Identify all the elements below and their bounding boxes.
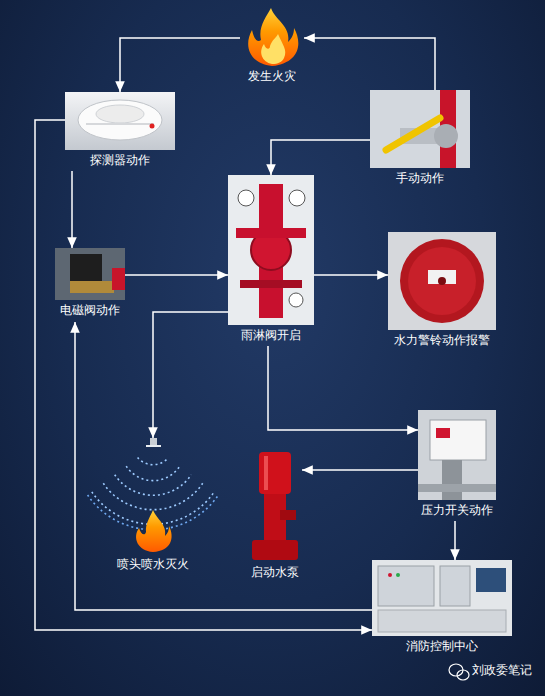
node-caption: 电磁阀动作 [55, 303, 125, 318]
watermark-icon [449, 664, 469, 680]
manual-valve-photo [370, 90, 470, 168]
illustrated-node: 消防控制中心 [372, 560, 512, 657]
alarm-bell-photo [388, 232, 496, 330]
flow-arrow [71, 171, 73, 248]
node-caption: 压力开关动作 [418, 503, 496, 518]
pump-photo [252, 452, 298, 560]
node-caption: 发生火灾 [240, 69, 304, 84]
illustrated-node: 喷头喷水灭火 [88, 438, 218, 575]
flow-arrow [314, 274, 388, 276]
node-caption: 探测器动作 [65, 153, 175, 168]
deluge-valve-photo [228, 175, 314, 325]
flow-arrow [454, 521, 456, 560]
illustrated-node: 手动动作 [370, 90, 470, 189]
flow-arrow [271, 140, 370, 175]
flow-arrow [153, 312, 228, 438]
illustrated-node: 雨淋阀开启 [228, 175, 314, 346]
fire-icon [248, 8, 298, 66]
illustrated-node: 启动水泵 [248, 450, 302, 583]
flow-arrow [35, 120, 372, 630]
illustrated-node: 压力开关动作 [418, 410, 496, 521]
node-caption: 消防控制中心 [372, 639, 512, 654]
flow-arrow [304, 38, 435, 90]
illustrated-node: 电磁阀动作 [55, 248, 125, 321]
flow-arrow [120, 38, 240, 92]
watermark: 刘政委笔记 [472, 663, 532, 678]
node-caption: 启动水泵 [248, 565, 302, 580]
node-caption: 水力警铃动作报警 [388, 333, 496, 348]
control-console-photo [372, 560, 512, 636]
flow-arrow [75, 322, 372, 610]
flow-arrow [302, 469, 418, 471]
flow-arrow [125, 274, 228, 276]
sprinkler-spray [88, 438, 219, 552]
illustrated-node: 发生火灾 [240, 8, 304, 87]
detector-photo [65, 92, 175, 150]
illustrated-node: 探测器动作 [65, 92, 175, 171]
node-caption: 雨淋阀开启 [228, 328, 314, 343]
solenoid-photo [55, 248, 125, 300]
pressure-switch-photo [418, 410, 496, 500]
illustrated-node: 水力警铃动作报警 [388, 232, 496, 351]
flow-arrow [268, 346, 418, 430]
node-caption: 喷头喷水灭火 [88, 557, 218, 572]
node-caption: 手动动作 [370, 171, 470, 186]
